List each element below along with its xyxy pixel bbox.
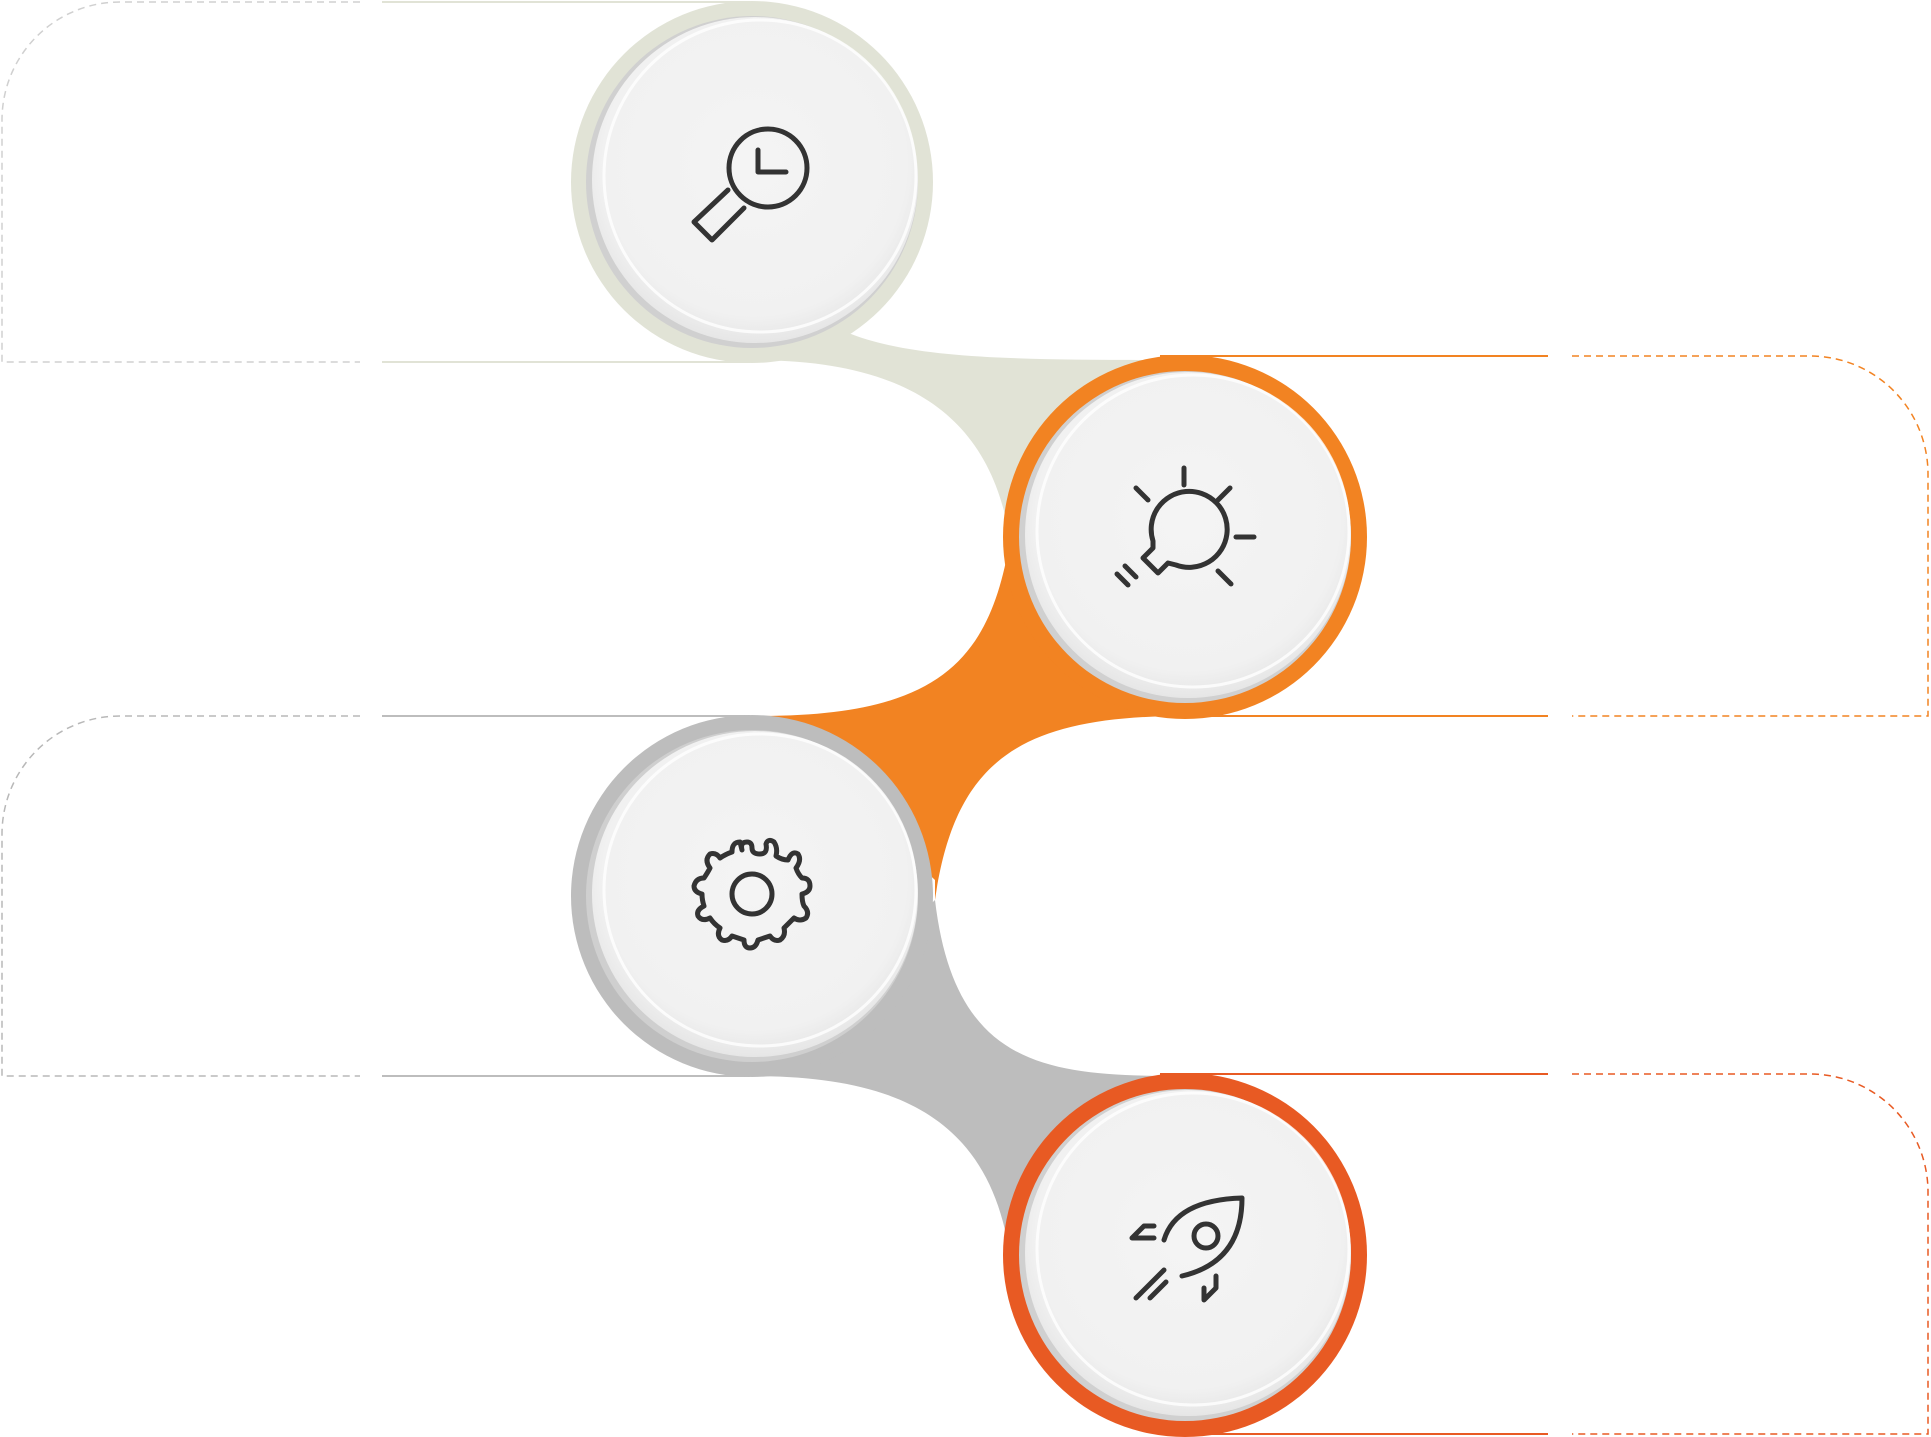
search-time-icon [691,126,810,243]
panel-step-1 [1,1,750,363]
connector-1-2 [752,180,1185,540]
panel-step-4 [1160,1073,1929,1435]
step-3-disc [592,731,918,1057]
step-4-disc [1025,1090,1351,1416]
gear-icon [691,837,813,951]
step-1-node [571,1,933,363]
step-3-node [571,715,933,1077]
lightbulb-icon [1114,465,1257,588]
panel-step-3 [1,715,750,1077]
step-2-node [1003,355,1367,719]
step-2-disc [1025,372,1351,698]
step-4-node [1003,1073,1367,1437]
panel-step-2 [1160,355,1929,717]
rocket-icon [1129,1195,1245,1303]
step-1-disc [592,17,918,343]
